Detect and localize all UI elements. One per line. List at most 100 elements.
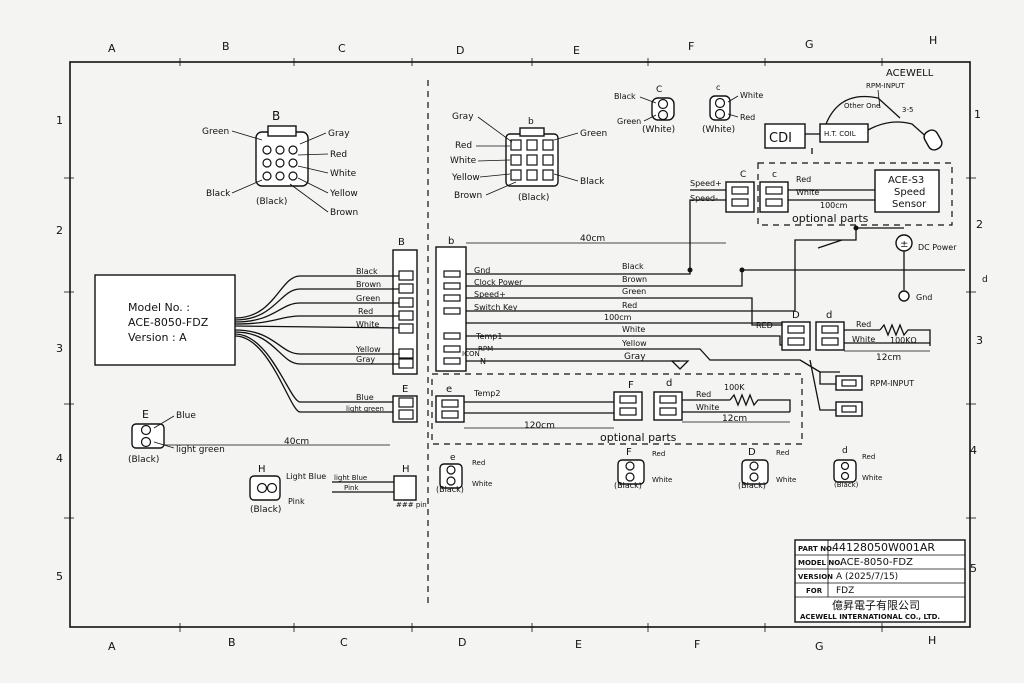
svg-text:RPM: RPM	[478, 345, 493, 353]
svg-text:3: 3	[56, 342, 63, 355]
svg-text:40cm: 40cm	[580, 234, 605, 244]
svg-text:5: 5	[970, 562, 977, 575]
svg-text:G: G	[805, 38, 814, 51]
svg-text:ICON: ICON	[462, 350, 480, 358]
svg-text:CDI: CDI	[769, 131, 792, 146]
svg-text:Red: Red	[856, 320, 871, 329]
svg-text:Black: Black	[622, 262, 644, 271]
svg-text:Speed: Speed	[894, 187, 925, 198]
svg-text:Speed-: Speed-	[690, 194, 718, 203]
svg-text:Pink: Pink	[344, 484, 359, 492]
svg-text:D: D	[792, 310, 800, 321]
svg-text:FOR: FOR	[806, 587, 823, 595]
small-connector-h: H Light Blue Pink (Black)	[249, 464, 326, 515]
svg-text:Red: Red	[776, 449, 789, 457]
optional-lower: e Temp2 F d Red White 100K 120cm 12cm op…	[431, 373, 803, 445]
grid-bottom: A B C D E F G H	[108, 634, 936, 653]
rpm-input-right: RPM-INPUT	[799, 359, 914, 417]
svg-text:(Black): (Black)	[738, 481, 766, 490]
svg-text:White: White	[356, 320, 379, 329]
svg-text:Gnd: Gnd	[916, 293, 932, 302]
svg-text:e: e	[450, 453, 456, 463]
svg-text:Switch Key: Switch Key	[474, 303, 518, 312]
svg-text:Red: Red	[652, 450, 665, 458]
svg-text:d: d	[842, 446, 848, 456]
svg-text:Brown: Brown	[622, 275, 647, 284]
dc-power: ± DC Power Gnd	[817, 227, 957, 302]
svg-text:Gray: Gray	[624, 352, 646, 362]
svg-text:Black: Black	[356, 267, 378, 276]
svg-text:4: 4	[56, 452, 63, 465]
svg-text:Red: Red	[796, 175, 811, 184]
svg-text:c: c	[716, 83, 720, 92]
svg-text:Speed+: Speed+	[474, 290, 506, 299]
svg-text:H: H	[928, 634, 936, 647]
svg-text:RED: RED	[756, 321, 773, 330]
svg-text:D: D	[458, 636, 466, 649]
svg-text:H: H	[929, 34, 937, 47]
svg-text:2: 2	[56, 224, 63, 237]
svg-text:Temp2: Temp2	[473, 389, 500, 398]
svg-text:MODEL NO.: MODEL NO.	[798, 559, 843, 567]
svg-text:G: G	[815, 640, 824, 653]
svg-text:Other One: Other One	[844, 102, 880, 110]
svg-text:100cm: 100cm	[604, 313, 632, 322]
svg-text:Yellow: Yellow	[355, 345, 381, 354]
svg-text:Brown: Brown	[356, 280, 381, 289]
harness-b-left: B Black Brown Green Red White Yellow Gra…	[234, 237, 418, 423]
svg-text:White: White	[776, 476, 796, 484]
svg-text:White: White	[796, 188, 819, 197]
svg-text:12cm: 12cm	[722, 414, 747, 424]
model-box: Model No. : ACE-8050-FDZ Version : A	[94, 274, 236, 366]
svg-text:(Black): (Black)	[614, 481, 642, 490]
harness-b-right: b 40cm Gnd Clock Power Speed+ Switch Key…	[435, 199, 965, 373]
svg-text:E: E	[575, 638, 582, 651]
svg-text:B: B	[222, 40, 230, 53]
svg-text:(Black): (Black)	[834, 481, 859, 489]
svg-text:H: H	[402, 464, 410, 475]
svg-text:ACE-8050-FDZ: ACE-8050-FDZ	[128, 316, 209, 329]
svg-text:C: C	[740, 170, 746, 180]
svg-text:White: White	[852, 335, 875, 344]
connector-c-white-a: C Black Green (White)	[614, 85, 675, 135]
svg-text:b: b	[528, 117, 534, 127]
svg-text:d: d	[666, 378, 672, 389]
svg-text:c: c	[772, 170, 777, 180]
svg-text:E: E	[402, 384, 408, 395]
svg-text:RPM-INPUT: RPM-INPUT	[870, 379, 914, 388]
svg-text:F: F	[688, 40, 694, 53]
svg-text:light green: light green	[346, 405, 384, 413]
svg-text:3: 3	[976, 334, 983, 347]
svg-text:Light Blue: Light Blue	[286, 472, 326, 481]
svg-text:F: F	[628, 380, 634, 391]
svg-text:Gnd: Gnd	[474, 266, 490, 275]
svg-text:A: A	[108, 640, 116, 653]
svg-text:Temp1: Temp1	[475, 332, 502, 341]
svg-text:1: 1	[56, 114, 63, 127]
svg-text:C: C	[656, 85, 662, 95]
svg-text:Clock Power: Clock Power	[474, 278, 523, 287]
svg-text:H.T. COIL: H.T. COIL	[824, 130, 856, 138]
svg-text:Red: Red	[472, 459, 485, 467]
svg-text:FDZ: FDZ	[836, 586, 854, 596]
svg-text:C: C	[340, 636, 348, 649]
small-connector-d-lower: D Red White (Black)	[738, 447, 796, 490]
small-connector-f-lower: F Red White (Black)	[614, 447, 672, 490]
svg-text:(White): (White)	[642, 125, 675, 135]
svg-text:4: 4	[970, 444, 977, 457]
svg-text:Red: Red	[358, 307, 373, 316]
svg-text:±: ±	[900, 239, 908, 250]
connector-b-top: B Green Black Gray Red White Yellow Brow…	[202, 109, 358, 218]
small-connector-h2: H light Blue Pink ### pin	[332, 464, 427, 509]
svg-text:Model No. :: Model No. :	[128, 301, 190, 314]
svg-text:PART NO.: PART NO.	[798, 545, 835, 553]
svg-text:White: White	[740, 91, 763, 100]
svg-text:Red: Red	[330, 150, 347, 160]
svg-text:(Black): (Black)	[128, 455, 159, 465]
svg-text:ACE-8050-FDZ: ACE-8050-FDZ	[840, 557, 913, 568]
svg-text:Green: Green	[622, 287, 646, 296]
svg-text:Red: Red	[862, 453, 875, 461]
svg-text:White: White	[696, 403, 719, 412]
svg-text:White: White	[450, 156, 477, 166]
svg-text:Green: Green	[202, 127, 229, 137]
